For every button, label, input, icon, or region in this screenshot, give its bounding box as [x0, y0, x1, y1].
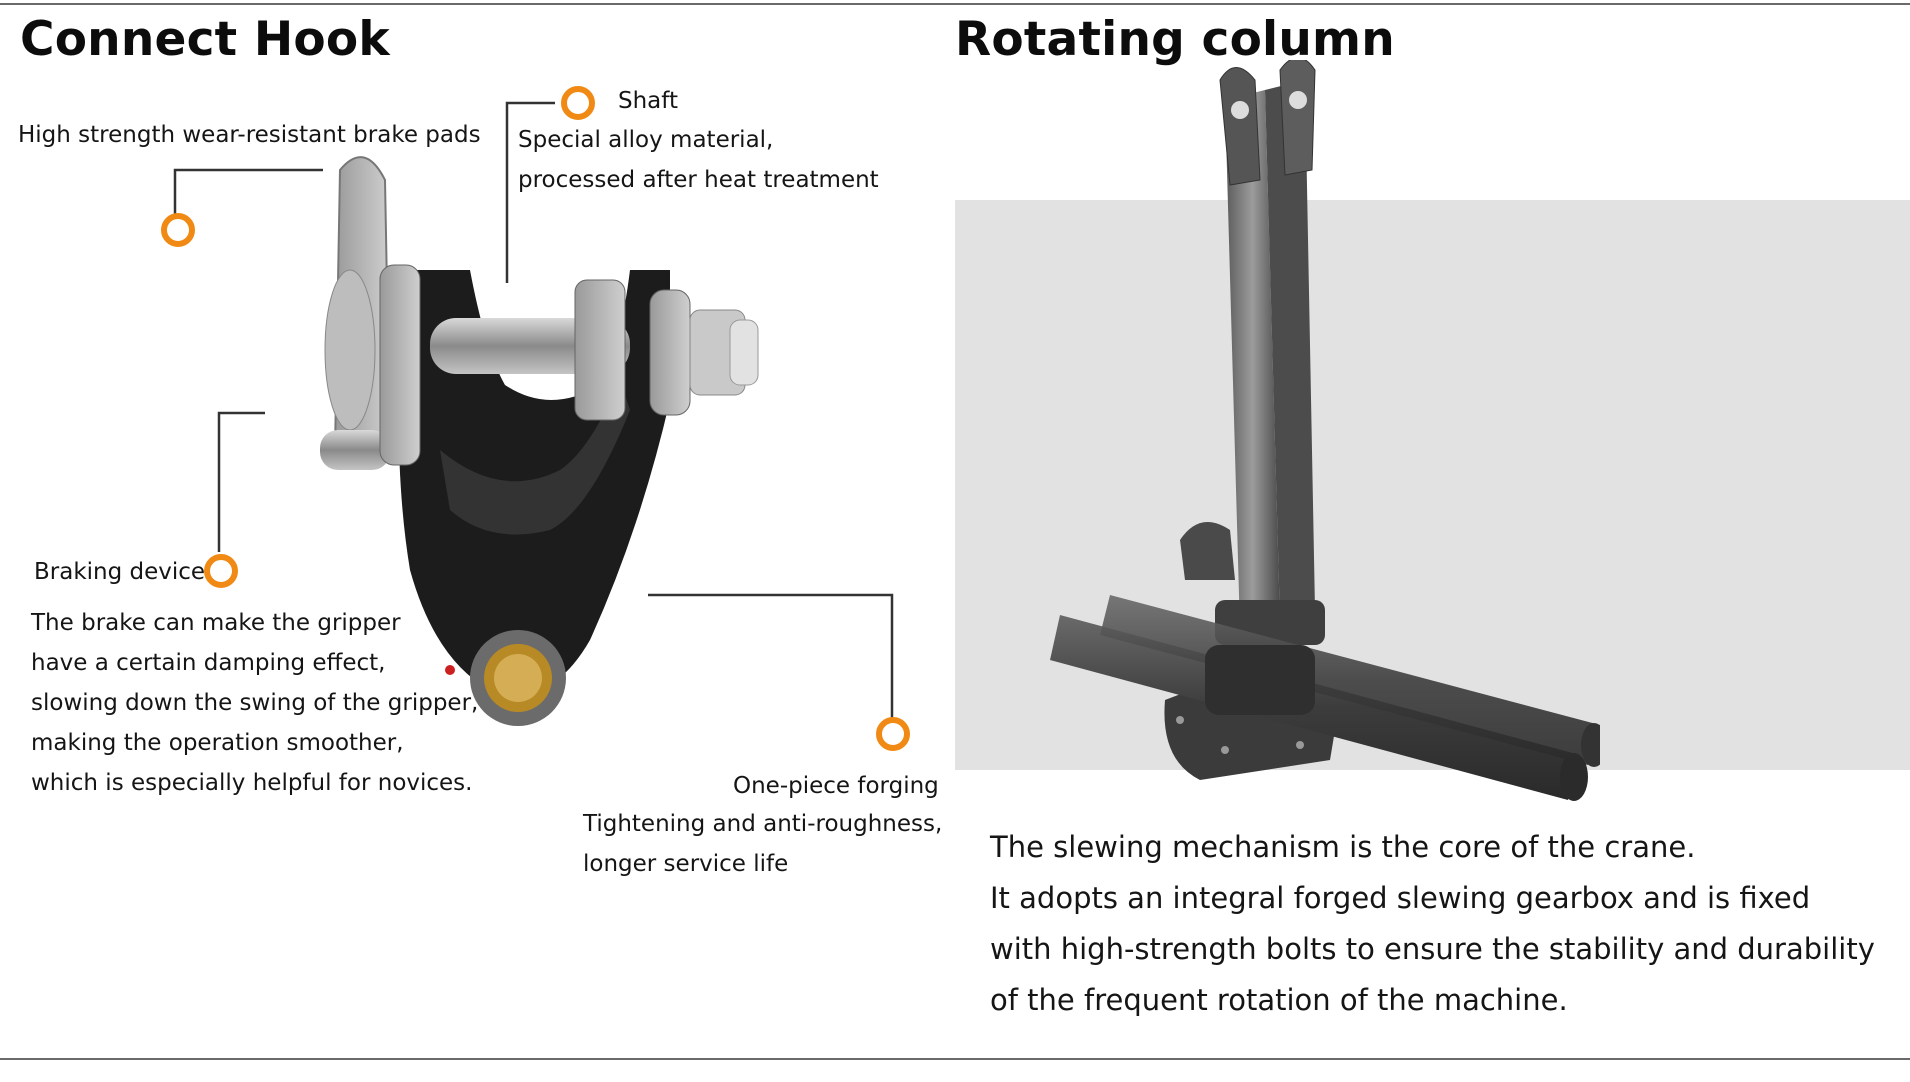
- description-line: The slewing mechanism is the core of the…: [990, 830, 1696, 864]
- top-divider: [0, 3, 1910, 5]
- braking-desc-line: making the operation smoother,: [31, 730, 404, 756]
- braking-description: The brake can make the gripper have a ce…: [31, 603, 478, 803]
- braking-desc-line: slowing down the swing of the gripper,: [31, 690, 479, 716]
- forging-desc-line: Tightening and anti-roughness,: [583, 811, 943, 837]
- rotating-column-description: The slewing mechanism is the core of the…: [990, 822, 1875, 1026]
- shaft-label: Shaft: [618, 88, 678, 114]
- forging-desc-line: longer service life: [583, 851, 789, 877]
- shaft-desc-line: processed after heat treatment: [518, 167, 879, 193]
- braking-device-label: Braking device: [34, 559, 206, 585]
- shaft-ring-icon: [561, 86, 595, 120]
- forging-ring-icon: [876, 717, 910, 751]
- connect-hook-image: [320, 156, 759, 726]
- brake-pads-label: High strength wear-resistant brake pads: [18, 122, 481, 148]
- braking-desc-line: The brake can make the gripper: [31, 610, 401, 636]
- forging-label: One-piece forging: [733, 773, 939, 799]
- rotating-column-title: Rotating column: [955, 12, 1395, 67]
- bottom-divider: [0, 1058, 1910, 1060]
- braking-desc-line: have a certain damping effect,: [31, 650, 386, 676]
- brake-pads-ring-icon: [161, 213, 195, 247]
- shaft-desc-line: Special alloy material,: [518, 127, 774, 153]
- rotating-column-image: [1050, 60, 1600, 801]
- connect-hook-title: Connect Hook: [20, 12, 390, 67]
- forging-description: Tightening and anti-roughness, longer se…: [583, 804, 942, 884]
- description-line: with high-strength bolts to ensure the s…: [990, 932, 1875, 966]
- description-line: It adopts an integral forged slewing gea…: [990, 881, 1811, 915]
- braking-desc-line: which is especially helpful for novices.: [31, 770, 473, 796]
- shaft-description: Special alloy material, processed after …: [518, 120, 879, 200]
- braking-ring-icon: [204, 554, 238, 588]
- description-line: of the frequent rotation of the machine.: [990, 983, 1568, 1017]
